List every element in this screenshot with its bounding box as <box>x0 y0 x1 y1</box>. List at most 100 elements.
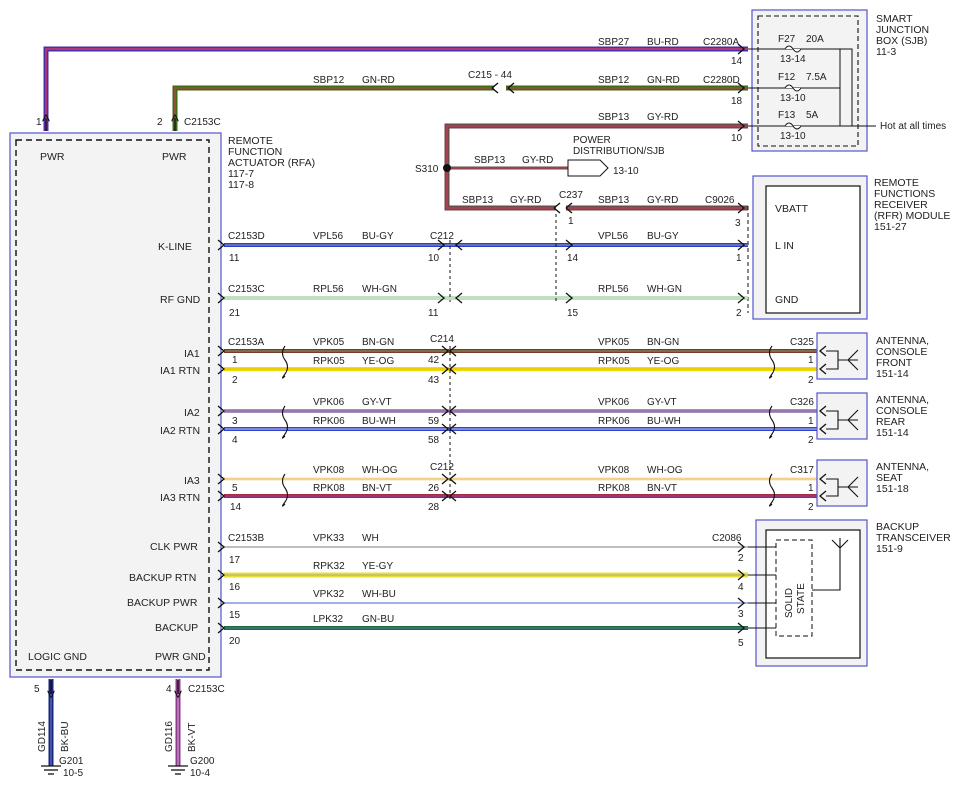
vpl56-conn-l: C2153D <box>228 231 265 242</box>
ant-front-name-2: CONSOLE <box>876 346 927 358</box>
sbp13-rfr-pin: 3 <box>735 218 741 229</box>
sjb-name-4: 11-3 <box>876 46 896 58</box>
sbp27-pin-rfa: 1 <box>36 117 42 128</box>
lpk32-circuit: LPK32 <box>313 614 343 625</box>
vpk33-pin-end: 2 <box>738 553 744 564</box>
rfa-name-4: 117-7 <box>228 168 254 180</box>
rfa-pin-label-ia1: IA1 <box>184 348 200 360</box>
rfa-module: PWR PWR K-LINE RF GND IA1 IA1 RTN IA2 IA… <box>9 132 315 678</box>
rpk05-inline-pin: 43 <box>428 375 440 386</box>
rfr-name-1: REMOTE <box>874 177 919 189</box>
rpk05-color-l: YE-OG <box>362 356 394 367</box>
power-dist-name-1: POWER <box>573 135 611 146</box>
splice-s310 <box>443 164 451 172</box>
rpk08-inline-pin: 28 <box>428 502 440 513</box>
rpl56-inline-pin: 11 <box>428 308 439 319</box>
fuse-f27-id: F27 <box>778 34 796 45</box>
sbp13-rfr-inline: C237 <box>559 190 583 201</box>
sbp27-conn: C2280A <box>703 37 739 48</box>
fuse-f12-id: F12 <box>778 72 796 83</box>
antenna-seat: ANTENNA, SEAT 151-18 <box>816 459 929 507</box>
ant-rear-name-3: REAR <box>876 416 906 428</box>
vpk06-inline-pin: 59 <box>428 416 440 427</box>
vpl56-circuit-r: VPL56 <box>598 231 628 242</box>
backup-name-1: BACKUP <box>876 521 919 533</box>
power-feeds: 1 SBP27 BU-RD C2280A 14 2 C2153C SBP12 G… <box>36 37 748 229</box>
rfa-pin-label-backuprtn: BACKUP RTN <box>129 572 196 584</box>
vpk06-color-r: GY-VT <box>647 397 677 408</box>
gd116-ref: 10-4 <box>190 768 210 779</box>
sjb-name-3: BOX (SJB) <box>876 35 927 47</box>
fuse-f27: F27 20A 13-14 <box>778 34 824 65</box>
rfr-name-2: FUNCTIONS <box>874 188 935 200</box>
rpk06-color-r: BU-WH <box>647 416 681 427</box>
sbp27-circuit: SBP27 <box>598 37 630 48</box>
fuse-f27-ref: 13-14 <box>780 54 806 65</box>
ant-rear-name-2: CONSOLE <box>876 405 927 417</box>
vpk05-inline-pin: 42 <box>428 355 440 366</box>
sjb-name-2: JUNCTION <box>876 24 929 36</box>
backup-wires: C2153B VPK33 WH C2086 17 2 RPK32 YE-GY 1… <box>224 533 748 649</box>
sbp12-circuit: SBP12 <box>598 75 630 86</box>
fuse-f13-amp: 5A <box>806 110 819 121</box>
ground-gd114: 5 GD114 BK-BU G201 10-5 <box>34 679 84 779</box>
rpl56-circuit-r: RPL56 <box>598 284 629 295</box>
lpk32-color: GN-BU <box>362 614 394 625</box>
rfa-pin-label-logicgnd: LOGIC GND <box>28 651 87 663</box>
vpl56-inline-pin: 10 <box>428 253 440 264</box>
power-distribution: POWER DISTRIBUTION/SJB 13-10 <box>567 135 665 177</box>
vpl56-color-l: BU-GY <box>362 231 394 242</box>
vpk05-pin-end: 1 <box>808 355 814 366</box>
antenna-console-front: ANTENNA, CONSOLE FRONT 151-14 <box>816 332 929 380</box>
fuse-f12: F12 7.5A 13-10 <box>778 72 827 104</box>
ant-seat-name-1: ANTENNA, <box>876 461 929 473</box>
sbp13-rfr-color-left: GY-RD <box>510 195 541 206</box>
sbp12-color: GN-RD <box>647 75 680 86</box>
ant-seat-name-2: SEAT <box>876 472 903 484</box>
vpk05-circuit-r: VPK05 <box>598 337 630 348</box>
rfa-name-2: FUNCTION <box>228 146 282 158</box>
rfa-pin-label-ia2: IA2 <box>184 407 200 419</box>
gd114-pin: 5 <box>34 684 40 695</box>
rfr-pin-lin: L IN <box>775 240 794 252</box>
ant-front-name-3: FRONT <box>876 357 913 369</box>
rpk08-circuit-l: RPK08 <box>313 483 345 494</box>
rpk08-color-r: BN-VT <box>647 483 677 494</box>
twisted-pair-markers <box>281 345 776 507</box>
vpk08-pin-l: 5 <box>232 483 238 494</box>
backup-transceiver: SOLID STATE BACKUP TRANSCEIVER 151-9 <box>748 519 951 667</box>
fuse-f27-amp: 20A <box>806 34 824 45</box>
rpl56-pin-end: 2 <box>736 308 742 319</box>
rpk08-circuit-r: RPK08 <box>598 483 630 494</box>
fuse-f12-ref: 13-10 <box>780 93 806 104</box>
rfa-pin-label-pwr2: PWR <box>162 151 187 163</box>
ant-seat-name-3: 151-18 <box>876 483 909 495</box>
sjb-note: Hot at all times <box>880 121 946 132</box>
sbp12-inline: C215 - 44 <box>468 70 512 81</box>
sbp13-pd-circuit: SBP13 <box>474 155 506 166</box>
rpk08-color-l: BN-VT <box>362 483 392 494</box>
sbp12-circuit-left: SBP12 <box>313 75 345 86</box>
rfr-name-5: 151-27 <box>874 221 907 233</box>
sbp12-pin-rfa: 2 <box>157 117 163 128</box>
ant-front-name-4: 151-14 <box>876 368 909 380</box>
fuse-f12-amp: 7.5A <box>806 72 827 83</box>
vpl56-pin-l: 11 <box>229 253 240 264</box>
sbp12-conn-rfa: C2153C <box>184 117 221 128</box>
vpk05-color-r: BN-GN <box>647 337 679 348</box>
vpk33-conn-r: C2086 <box>712 533 742 544</box>
rfa-pin-label-clkpwr: CLK PWR <box>150 541 198 553</box>
rpk06-pin-end: 2 <box>808 435 814 446</box>
rfa-pin-label-rfgnd: RF GND <box>160 294 201 306</box>
vpk33-pin-l: 17 <box>229 555 241 566</box>
rpk05-circuit-l: RPK05 <box>313 356 345 367</box>
backup-inner-1: SOLID <box>784 588 795 618</box>
rfr-name-3: RECEIVER <box>874 199 928 211</box>
rfr-pin-vbatt: VBATT <box>775 203 809 215</box>
lpk32-pin-l: 20 <box>229 636 241 647</box>
vpk08-pin-end: 1 <box>808 483 814 494</box>
power-dist-name-2: DISTRIBUTION/SJB <box>573 146 665 157</box>
rfa-name-5: 117-8 <box>228 179 254 191</box>
vpk33-circuit: VPK33 <box>313 533 345 544</box>
